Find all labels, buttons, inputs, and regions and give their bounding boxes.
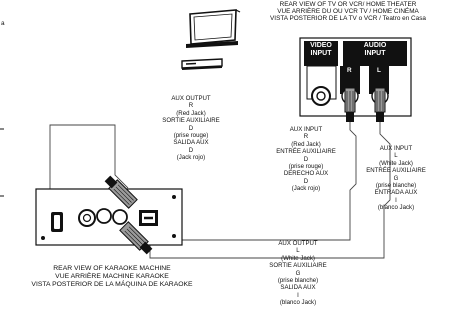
aux-input-white-label: AUX INPUT L (White Jack) ENTRÉE AUXILIAI…	[359, 145, 433, 212]
label-line: I	[395, 196, 397, 204]
label-line: AUX OUTPUT	[278, 240, 318, 247]
label-line: I	[297, 291, 299, 299]
label-line: R	[303, 133, 309, 141]
label-line: L	[296, 247, 300, 255]
aux-output-red-label: AUX OUTPUT R (Red Jack) SORTIE AUXILIAIR…	[156, 95, 226, 162]
channel-label-l: L	[377, 67, 381, 74]
label-line: G	[295, 269, 301, 277]
cable-red	[120, 122, 357, 241]
tv-caption-line: REAR VIEW OF TV OR VCR/ HOME THEATER	[279, 1, 417, 8]
label-line: D	[188, 146, 194, 154]
tv-rear-panel	[299, 37, 412, 117]
karaoke-caption-line: VISTA POSTERIOR DE LA MÁQUINA DE KARAOKE	[31, 281, 193, 288]
label-line: G	[393, 174, 399, 182]
aux-output-white-label: AUX OUTPUT L (White Jack) SORTIE AUXILIA…	[260, 240, 336, 307]
karaoke-rear-panel	[35, 188, 183, 246]
tv-caption-line: VUE ARRIÈRE DU OU VCR TV / HOME CINÉMA	[277, 8, 419, 16]
label-line: (White Jack)	[379, 159, 413, 167]
label-line: D	[303, 155, 309, 163]
label-line: SALIDA AUX	[280, 284, 316, 292]
label-line: (prise blanche)	[375, 182, 417, 190]
label-line: ENTRÉE AUXILIAIRE	[276, 148, 336, 156]
vcr-icon	[181, 58, 223, 70]
audio-input-label: AUDIO INPUT	[343, 42, 407, 58]
plug-tv-red	[341, 87, 359, 122]
karaoke-caption-line: VUE ARRIÈRE MACHINE KARAOKE	[55, 273, 169, 280]
label-line: SALIDA AUX	[173, 139, 209, 147]
karaoke-caption-line: REAR VIEW OF KARAOKE MACHINE	[53, 265, 171, 272]
aux-input-red-label: AUX INPUT R (Red Jack) ENTRÉE AUXILIAIRE…	[271, 126, 341, 193]
label-line: SORTIE AUXILIAIRE	[162, 117, 220, 125]
audio-label-line: AUDIO	[363, 42, 387, 49]
label-line: AUX INPUT	[379, 145, 413, 152]
tv-caption: REAR VIEW OF TV OR VCR/ HOME THEATER VUE…	[244, 1, 452, 23]
video-label-line: INPUT	[310, 50, 332, 57]
cable-white	[149, 122, 391, 259]
tv-icon	[186, 9, 241, 48]
edge-fragment-text: a	[1, 20, 5, 27]
karaoke-caption: REAR VIEW OF KARAOKE MACHINE VUE ARRIÈRE…	[12, 265, 212, 289]
label-line: D	[303, 177, 309, 185]
label-line: D	[188, 124, 194, 132]
label-line: (prise rouge)	[288, 163, 324, 171]
label-line: (blanco Jack)	[279, 299, 317, 307]
plug-karaoke-red	[104, 175, 138, 209]
label-line: AUX OUTPUT	[171, 95, 211, 102]
label-line: ENTRÉE AUXILIAIRE	[366, 167, 426, 175]
label-line: (Jack rojo)	[291, 185, 321, 193]
label-line: (Red Jack)	[291, 140, 321, 148]
channel-label-r: R	[347, 67, 352, 74]
audio-label-line: INPUT	[364, 50, 386, 57]
plug-tv-white	[371, 87, 389, 122]
label-line: AUX INPUT	[289, 126, 323, 133]
label-line: L	[394, 152, 398, 160]
label-line: DERECHO AUX	[283, 170, 329, 178]
video-input-label: VIDEO INPUT	[304, 42, 338, 58]
label-line: SORTIE AUXILIAIRE	[269, 262, 327, 270]
plug-karaoke-white	[119, 221, 153, 255]
label-line: (blanco Jack)	[377, 204, 415, 212]
label-line: ENTRADA AUX	[374, 189, 418, 197]
tv-caption-line: VISTA POSTERIOR DE LA TV o VCR / Teatro …	[270, 15, 426, 23]
label-line: (White Jack)	[281, 254, 315, 262]
label-line: (Red Jack)	[176, 109, 206, 117]
label-line: R	[188, 102, 194, 110]
video-label-line: VIDEO	[310, 42, 332, 49]
label-line: (prise blanche)	[277, 277, 319, 285]
label-line: (prise rouge)	[173, 132, 209, 140]
label-line: (Jack rojo)	[176, 154, 206, 162]
